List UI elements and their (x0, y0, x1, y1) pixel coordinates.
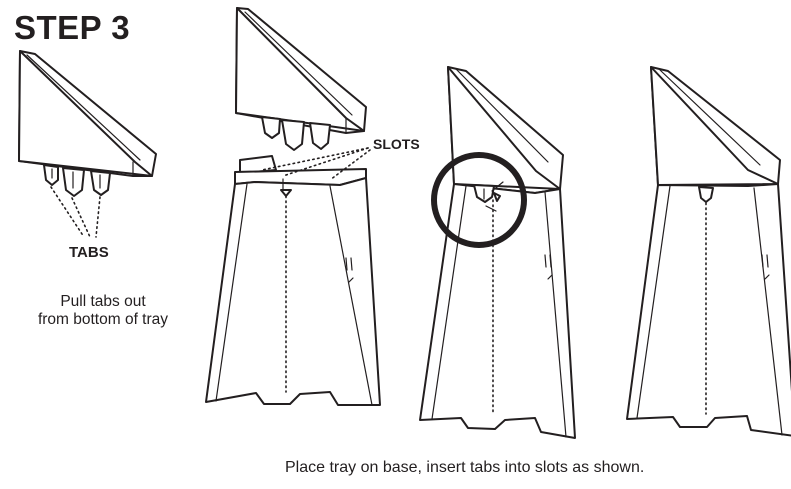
pull-tabs-caption: Pull tabs out from bottom of tray (0, 293, 206, 329)
assembled-with-callout-figure (419, 66, 576, 439)
tray-tab-center (62, 167, 85, 197)
tray-above-base-figure (205, 7, 381, 406)
tray-tab-right (90, 170, 111, 196)
tray-alone-figure (18, 50, 157, 197)
pull-caption-line2: from bottom of tray (37, 311, 169, 328)
callout-circle (431, 152, 527, 248)
slots-label: SLOTS (373, 136, 420, 152)
tray-tab-left (43, 164, 59, 186)
pull-caption-line1: Pull tabs out (60, 293, 146, 310)
fully-assembled-figure (626, 66, 791, 437)
tabs-label: TABS (69, 244, 109, 261)
step-title: STEP 3 (14, 9, 131, 46)
slots-leader-lines (261, 147, 371, 181)
place-tray-caption: Place tray on base, insert tabs into slo… (285, 459, 645, 476)
tabs-leader-lines (50, 186, 101, 238)
